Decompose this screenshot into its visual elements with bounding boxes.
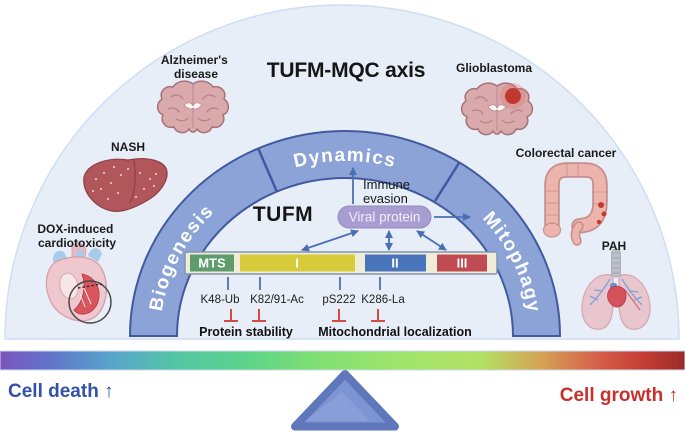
- domain-ii-label: II: [391, 256, 398, 271]
- domain-iii: [437, 254, 487, 272]
- viral-protein-box: [337, 205, 432, 229]
- brain-icon: [156, 80, 230, 134]
- fulcrum-triangle-icon: [291, 370, 399, 431]
- modification-k48-ub: K48-Ub: [201, 294, 240, 306]
- brain-tumor-icon: [460, 82, 534, 136]
- liver-icon: [83, 158, 168, 212]
- domain-i: [240, 254, 355, 272]
- lungs-icon: [581, 248, 651, 330]
- domain-ii: [365, 254, 426, 272]
- heart-icon: [45, 242, 112, 324]
- domain-i-label: I: [295, 256, 299, 271]
- cell-death-label: Cell death ↑: [8, 381, 114, 402]
- viral-domain-arrows: [301, 229, 447, 252]
- disease-label-pah: PAH: [602, 239, 626, 253]
- inhibition-bars: [224, 309, 385, 322]
- cell-fate-gradient-bar: [0, 350, 685, 371]
- tumor-dots: [596, 202, 607, 225]
- domain-mts-label: MTS: [198, 256, 226, 271]
- domain-mts: [190, 254, 234, 272]
- viral-protein-label: Viral protein: [349, 210, 421, 225]
- domain-iii-label: III: [457, 256, 468, 271]
- magnifier-icon: [68, 280, 112, 324]
- protein-name-label: TUFM: [253, 203, 313, 226]
- effect-mitochondrial-localization: Mitochondrial localization: [318, 325, 471, 339]
- arch-segment-dividers: [256, 147, 461, 202]
- disease-label-nash: NASH: [111, 140, 145, 154]
- immune-evasion-label: Immune evasion: [363, 177, 414, 206]
- figure-title: TUFM-MQC axis: [267, 59, 425, 82]
- effect-protein-stability: Protein stability: [199, 325, 293, 339]
- disease-label-colorectal: Colorectal cancer: [516, 146, 617, 160]
- modification-ps222: pS222: [322, 294, 355, 306]
- tumor-spot: [505, 88, 521, 104]
- modification-k82-91-ac: K82/91-Ac: [250, 294, 304, 306]
- disease-label-dox: DOX-induced cardiotoxicity: [37, 222, 116, 250]
- disease-label-glioblastoma: Glioblastoma: [456, 61, 532, 75]
- protein-domain-bar: MTS I II III: [184, 251, 498, 275]
- mqc-arch-band: [128, 130, 562, 337]
- colon-icon: [542, 163, 608, 246]
- modification-k286-la: K286-La: [361, 294, 405, 306]
- cell-growth-label: Cell growth ↑: [560, 385, 678, 406]
- disease-label-alzheimers: Alzheimer's disease: [161, 53, 231, 81]
- modification-ticks: [227, 277, 381, 290]
